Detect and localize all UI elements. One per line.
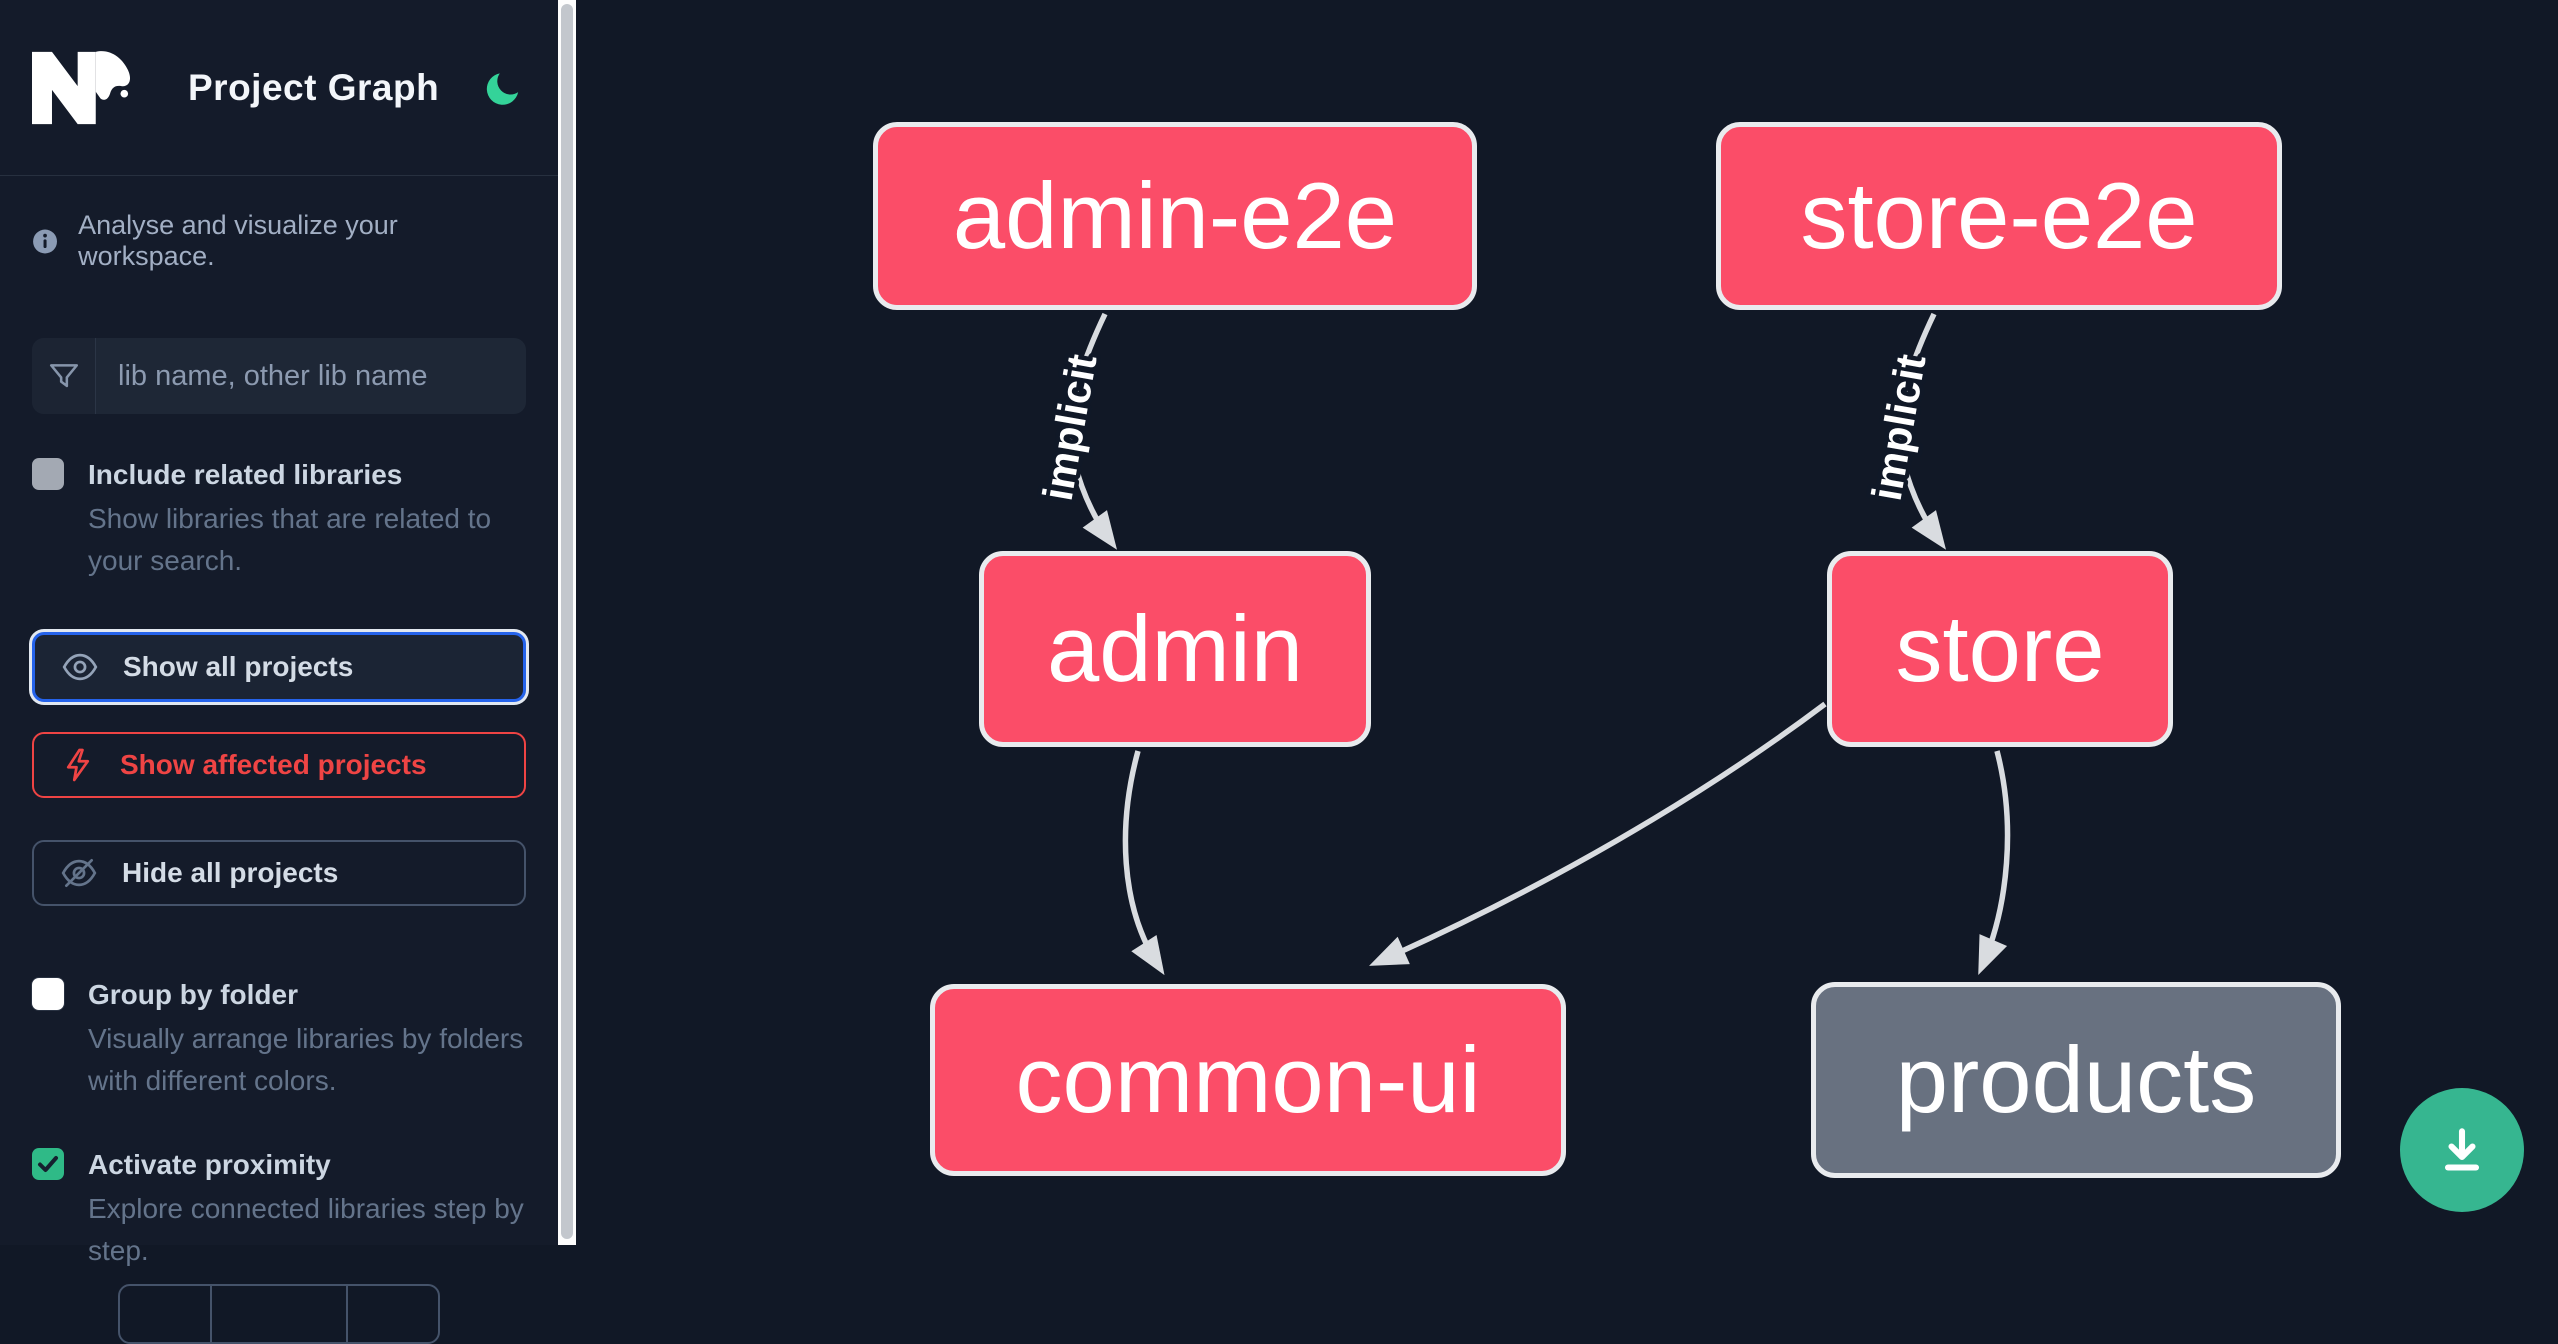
sidebar-scrollbar-thumb[interactable] [561, 4, 573, 1239]
edge-store-e2e-store[interactable] [1897, 312, 1947, 550]
edge-label-implicit: implicit [1863, 351, 1935, 504]
node-label: products [1895, 1027, 2257, 1132]
sidebar-header: Project Graph [0, 0, 558, 176]
option-label: Include related libraries [88, 459, 403, 490]
proximity-depth-control [118, 1284, 440, 1344]
option-group-by-folder: Group by folder Visually arrange librari… [32, 974, 526, 1102]
sidebar: Project Graph Analyse and visualize your… [0, 0, 558, 1344]
graph-edges: implicit implicit [1029, 312, 2011, 976]
filter-icon [49, 364, 78, 388]
graph-node-common-ui[interactable]: common-ui [930, 984, 1566, 1176]
graph-node-products[interactable]: products [1811, 982, 2341, 1178]
option-activate-proximity: Activate proximity Explore connected lib… [32, 1144, 526, 1272]
edge-store-products[interactable] [1978, 750, 2011, 976]
proximity-control-segment-middle[interactable] [209, 1286, 347, 1342]
project-graph-canvas[interactable]: implicit implicit admin-e2e store-e2e ad… [576, 0, 2558, 1245]
check-icon [38, 1156, 58, 1172]
option-description: Visually arrange libraries by folders wi… [88, 1023, 524, 1096]
edge-admin-common-ui[interactable] [1122, 750, 1165, 976]
option-label: Group by folder [88, 979, 298, 1010]
bolt-icon [66, 748, 90, 782]
node-label: store-e2e [1800, 163, 2198, 268]
show-affected-projects-button[interactable]: Show affected projects [32, 732, 526, 798]
node-label: admin-e2e [952, 163, 1398, 268]
node-label: admin [1046, 596, 1304, 701]
proximity-control-segment-right[interactable] [346, 1286, 438, 1342]
edge-admin-e2e-admin[interactable] [1068, 312, 1118, 550]
node-label: common-ui [1015, 1027, 1481, 1132]
sidebar-scrollbar-track[interactable] [558, 0, 576, 1245]
theme-toggle-button[interactable] [482, 66, 526, 110]
tagline-row: Analyse and visualize your workspace. [32, 210, 526, 272]
download-graph-button[interactable] [2400, 1088, 2524, 1212]
page-title: Project Graph [188, 66, 440, 108]
graph-node-store-e2e[interactable]: store-e2e [1716, 122, 2282, 310]
include-related-checkbox[interactable] [32, 458, 64, 490]
option-description: Explore connected libraries step by step… [88, 1193, 524, 1266]
node-label: store [1895, 596, 2105, 701]
show-all-projects-label: Show all projects [123, 651, 354, 682]
info-icon [33, 229, 57, 253]
hide-all-projects-label: Hide all projects [122, 857, 339, 888]
proximity-control-segment-left[interactable] [120, 1286, 210, 1342]
group-by-folder-checkbox[interactable] [32, 978, 64, 1010]
filter-icon-cell [32, 338, 96, 414]
option-description: Show libraries that are related to your … [88, 503, 492, 576]
show-all-projects-button[interactable]: Show all projects [32, 632, 526, 702]
download-icon [2444, 1128, 2480, 1171]
search-box [32, 338, 526, 414]
eye-slash-icon [61, 858, 97, 888]
option-label: Activate proximity [88, 1149, 331, 1180]
activate-proximity-checkbox[interactable] [32, 1148, 64, 1180]
graph-node-admin[interactable]: admin [979, 551, 1371, 747]
show-affected-projects-label: Show affected projects [120, 749, 427, 780]
project-actions: Show all projects Show affected projects… [32, 632, 526, 906]
hide-all-projects-button[interactable]: Hide all projects [32, 840, 526, 906]
edge-store-common-ui[interactable] [1369, 701, 1827, 966]
graph-node-store[interactable]: store [1827, 551, 2173, 747]
search-input[interactable] [96, 338, 526, 414]
moon-icon [486, 72, 519, 105]
edge-label-implicit: implicit [1034, 351, 1106, 504]
graph-node-admin-e2e[interactable]: admin-e2e [873, 122, 1477, 310]
eye-icon [62, 653, 98, 681]
nx-logo [32, 50, 130, 124]
tagline-text: Analyse and visualize your workspace. [78, 210, 398, 271]
option-include-related: Include related libraries Show libraries… [32, 454, 526, 582]
